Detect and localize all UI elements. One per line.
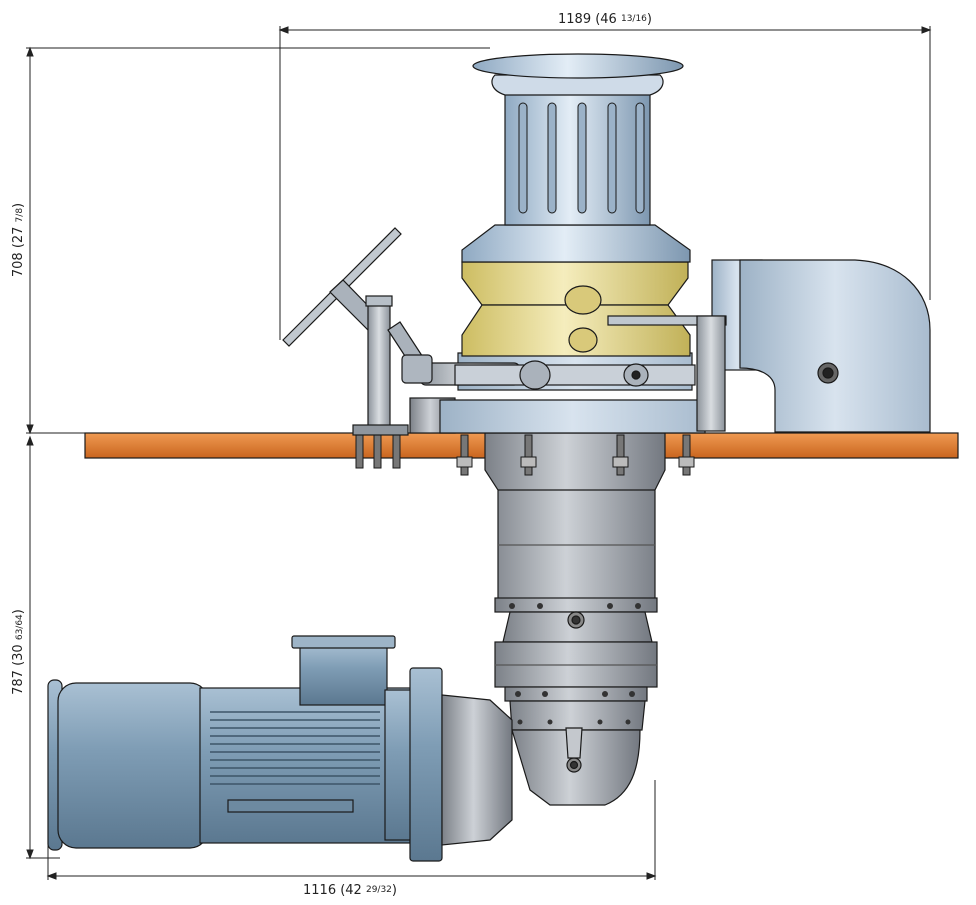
dimension-upper-height: 708 (27 7/8): [11, 203, 26, 277]
capstan-drum: [461, 53, 691, 263]
capstan-drum-ribs: [518, 102, 645, 214]
gearbox-bolts: [509, 603, 641, 725]
manual-handle: [282, 227, 433, 436]
dimension-top-width: 1189 (46 13/16): [558, 12, 652, 27]
dimension-bottom-width: 1116 (42 29/32): [303, 883, 397, 898]
dimension-lower-height: 787 (30 63/64): [11, 609, 26, 695]
chain-pipe-bracket: [711, 259, 931, 433]
deck-studs: [355, 429, 695, 476]
motor-cooling-fins: [210, 711, 380, 785]
brake-shaft: [419, 315, 727, 432]
dimension-lines: [26, 26, 932, 880]
electric-motor: [47, 635, 513, 862]
chain-gypsy: [461, 261, 691, 357]
